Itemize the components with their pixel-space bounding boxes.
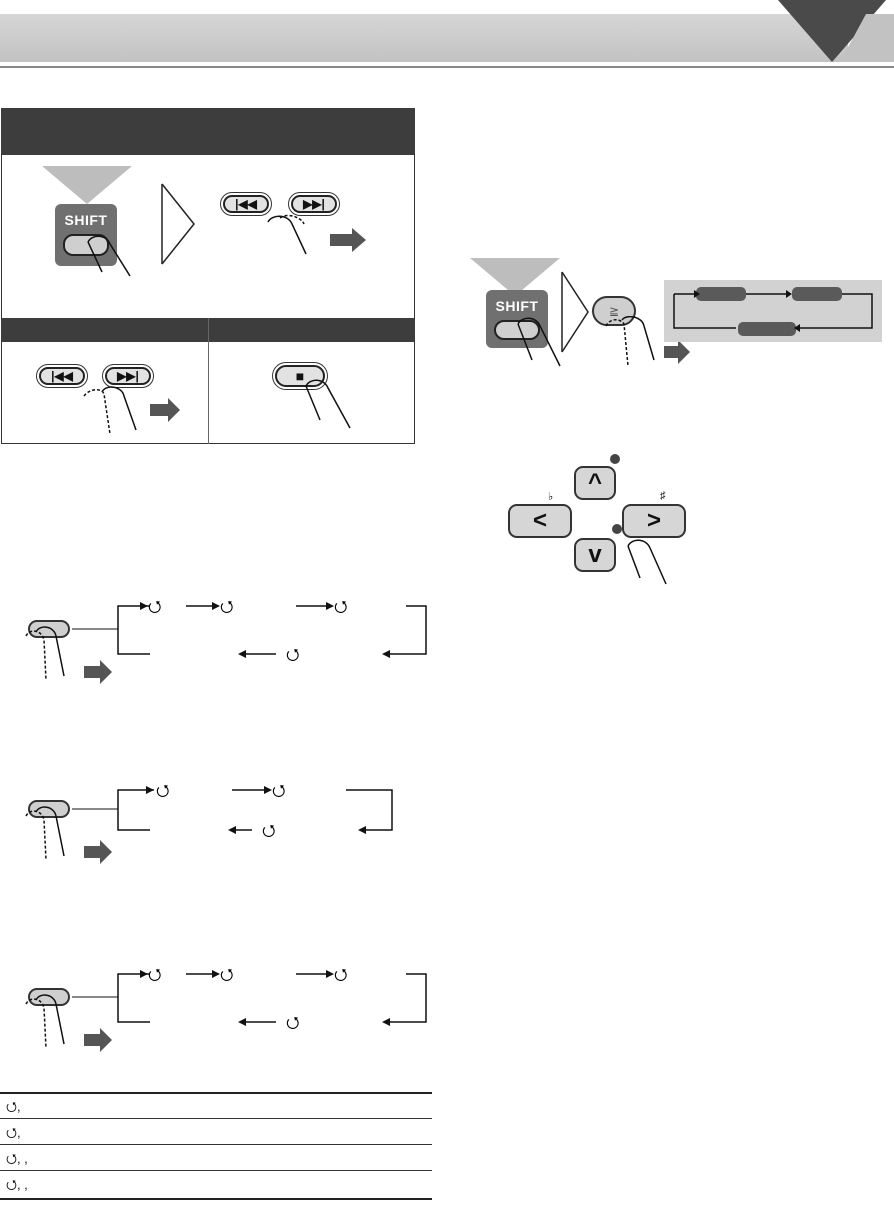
table-rule xyxy=(0,1170,432,1171)
finger-icon xyxy=(627,539,667,585)
mode-pill-1 xyxy=(696,287,746,301)
stop-icon: ■ xyxy=(275,365,325,387)
page-tab-triangle xyxy=(770,0,894,62)
finger-icon xyxy=(305,379,351,429)
next-step-chevron-icon xyxy=(161,183,195,265)
repeat-icon: ⭯ xyxy=(148,967,161,984)
finger-slide-icon xyxy=(605,316,690,367)
repeat-icon: ⭯ xyxy=(334,599,347,616)
cursor-up-button[interactable]: ^ xyxy=(574,466,616,500)
finger-slide-icon xyxy=(83,386,180,435)
skip-previous-icon: |◀◀ xyxy=(39,367,85,385)
repeat-icon: ⭯ xyxy=(262,823,275,840)
shift-label: SHIFT xyxy=(64,212,108,228)
table-row: ⭯, , xyxy=(6,1177,28,1192)
repeat-icon: ⭯ xyxy=(286,1015,299,1032)
shift-label: SHIFT xyxy=(495,298,539,314)
table-rule-top xyxy=(0,1092,432,1094)
mode-pill-2 xyxy=(792,287,842,301)
repeat-icon: ⭯ xyxy=(220,599,233,616)
panel-divider xyxy=(208,318,209,444)
skip-next-button[interactable]: ▶▶| xyxy=(288,192,340,216)
mode-pill-3 xyxy=(738,322,796,336)
repeat-icon: ⭯ xyxy=(156,783,169,800)
minus-icon xyxy=(612,524,622,534)
repeat-diagram-2: ⭯ ⭯ ⭯ xyxy=(0,776,440,866)
cursor-right-button[interactable]: > xyxy=(622,504,686,538)
sound-mode-button[interactable]: ≧ xyxy=(592,296,636,326)
shift-button[interactable]: SHIFT xyxy=(55,204,117,266)
chevron-down-icon: v xyxy=(588,541,602,568)
repeat-cycle-arrows: ⭯ ⭯ ⭯ ⭯ xyxy=(25,599,427,684)
flat-symbol: ♭ xyxy=(548,491,554,503)
stop-button[interactable]: ■ xyxy=(272,362,328,390)
press-arrow-icon xyxy=(42,166,132,204)
skip-next-icon: ▶▶| xyxy=(291,195,337,213)
table-rule xyxy=(0,1118,432,1119)
repeat-button[interactable] xyxy=(28,800,70,818)
cursor-left-button[interactable]: < xyxy=(508,504,572,538)
shift-button-2[interactable]: SHIFT xyxy=(486,290,548,348)
table-row: ⭯, , xyxy=(6,1151,28,1166)
repeat-button[interactable] xyxy=(28,988,70,1006)
press-arrow-icon xyxy=(470,258,560,296)
repeat-cycle-arrows: ⭯ ⭯ ⭯ ⭯ xyxy=(25,967,427,1052)
repeat-icon: ⭯ xyxy=(272,783,285,800)
finger-icon xyxy=(517,317,561,367)
repeat-diagram-1: ⭯ ⭯ ⭯ ⭯ xyxy=(0,596,440,686)
chevron-left-icon: < xyxy=(532,507,547,534)
finger-slide-icon xyxy=(267,214,366,255)
next-step-chevron-icon xyxy=(561,271,589,353)
repeat-icon: ⭯ xyxy=(334,967,347,984)
mode-cycle-arrows xyxy=(673,290,873,332)
finger-icon xyxy=(87,235,131,277)
repeat-button[interactable] xyxy=(28,620,70,638)
skip-previous-icon: |◀◀ xyxy=(223,195,269,213)
table-row: ⭯, xyxy=(6,1099,21,1114)
header-band xyxy=(0,14,848,62)
cursor-down-button[interactable]: v xyxy=(574,538,616,572)
sound-mode-icon: ≧ xyxy=(608,304,620,318)
skip-next-button-2[interactable]: ▶▶| xyxy=(102,364,154,388)
repeat-icon: ⭯ xyxy=(220,967,233,984)
repeat-diagram-3: ⭯ ⭯ ⭯ ⭯ xyxy=(0,964,440,1054)
skip-previous-button-2[interactable]: |◀◀ xyxy=(36,364,88,388)
sharp-symbol: ♯ xyxy=(660,490,666,502)
chevron-up-icon: ^ xyxy=(587,469,602,496)
skip-next-icon: ▶▶| xyxy=(105,367,151,385)
repeat-cycle-arrows: ⭯ ⭯ ⭯ xyxy=(25,783,393,864)
table-rule xyxy=(0,1144,432,1145)
table-rule-bottom xyxy=(0,1198,432,1200)
repeat-icon: ⭯ xyxy=(148,599,161,616)
chevron-right-icon: > xyxy=(646,507,661,534)
table-row: ⭯, xyxy=(6,1125,21,1140)
panel-heading-bar xyxy=(1,108,415,155)
header-rule xyxy=(0,66,894,68)
skip-previous-button[interactable]: |◀◀ xyxy=(220,192,272,216)
repeat-icon: ⭯ xyxy=(286,647,299,664)
plus-icon xyxy=(610,454,620,464)
